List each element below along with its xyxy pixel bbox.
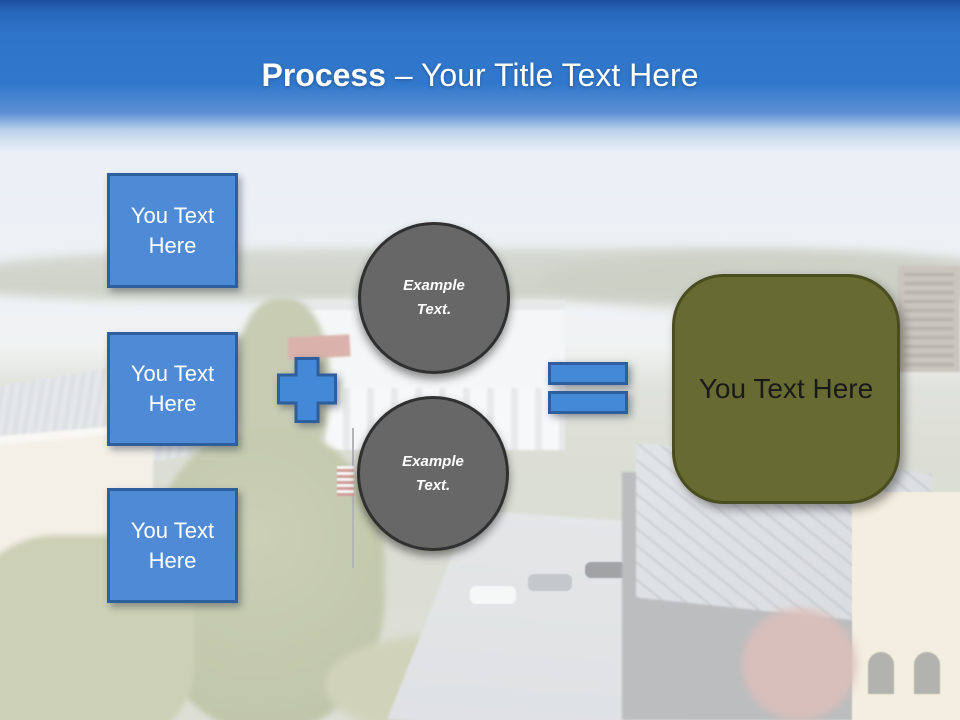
example-circle-2: Example Text. xyxy=(357,396,509,551)
arched-window xyxy=(868,652,894,694)
plus-icon xyxy=(277,357,337,423)
building-right-tower xyxy=(852,492,960,720)
example-circle-1: Example Text. xyxy=(358,222,510,374)
us-flag xyxy=(337,466,354,496)
car xyxy=(470,586,516,604)
equals-icon xyxy=(548,362,628,416)
example-circle-2-label: Example Text. xyxy=(402,452,464,494)
equals-bar-top xyxy=(548,362,628,385)
input-box-1: You Text Here xyxy=(107,173,238,288)
input-box-3: You Text Here xyxy=(107,488,238,603)
red-tree xyxy=(742,608,857,720)
car xyxy=(528,574,572,591)
result-box-label: You Text Here xyxy=(698,373,874,404)
input-box-3-label: You Text Here xyxy=(130,517,215,573)
flagpole xyxy=(352,428,354,568)
highrise-building xyxy=(898,266,960,372)
slide-title-regular: – Your Title Text Here xyxy=(394,57,699,93)
equals-bar-bottom xyxy=(548,391,628,414)
input-box-2-label: You Text Here xyxy=(130,361,215,416)
input-box-1-label: You Text Here xyxy=(130,202,215,258)
input-box-2: You Text Here xyxy=(107,332,238,446)
slide-title: Process – Your Title Text Here xyxy=(0,55,960,95)
car xyxy=(585,562,627,578)
highrise-windows xyxy=(904,272,954,366)
slide-title-bold: Process xyxy=(261,57,387,93)
result-box: You Text Here xyxy=(672,274,900,504)
title-banner xyxy=(0,0,960,152)
arched-window xyxy=(914,652,940,694)
example-circle-1-label: Example Text. xyxy=(403,277,465,318)
